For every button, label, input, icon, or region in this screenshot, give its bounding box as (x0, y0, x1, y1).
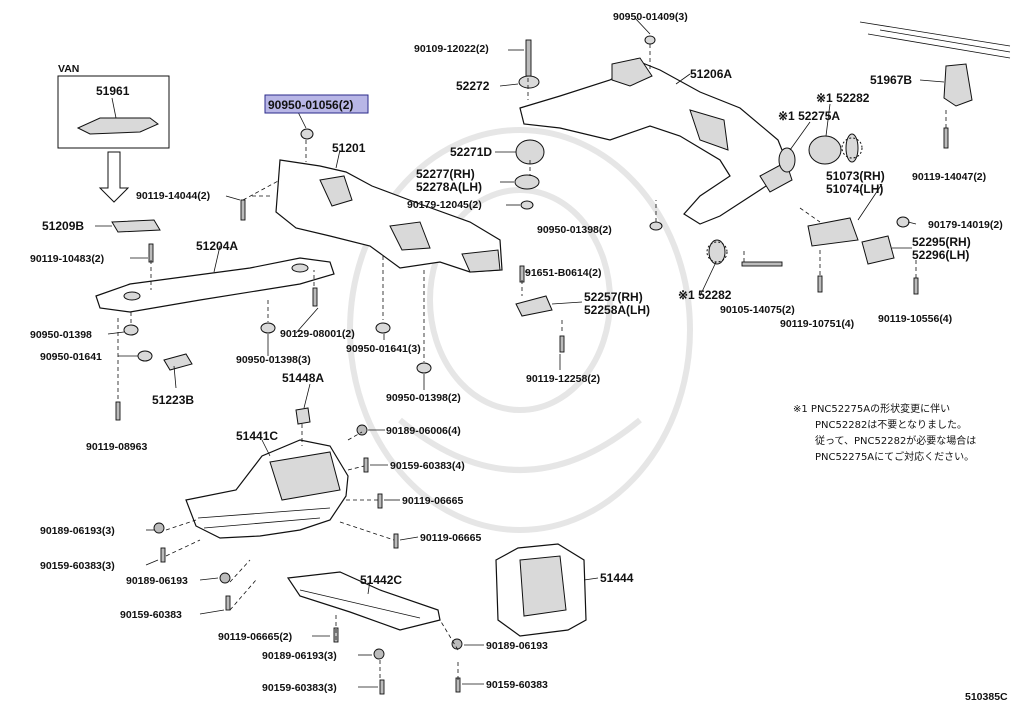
part-label-52282-top[interactable]: ※1 52282 (816, 91, 870, 105)
part-label-90950-01398-c[interactable]: 90950-01398(3) (236, 354, 311, 366)
part-label-90119-10751[interactable]: 90119-10751(4) (780, 318, 854, 330)
part-label-51209B[interactable]: 51209B (42, 219, 84, 233)
part-label-90189-06193-c[interactable]: 90189-06193(3) (262, 650, 337, 662)
part-label-90119-14047[interactable]: 90119-14047(2) (912, 171, 986, 183)
part-label-52295[interactable]: 52295(RH) (912, 235, 971, 249)
note-line-1: ※1 PNC52275Aの形状変更に伴い (793, 402, 950, 415)
part-label-52272[interactable]: 52272 (456, 79, 490, 93)
part-label-90950-01056[interactable]: 90950-01056(2) (268, 98, 353, 112)
part-label-91651-B0614[interactable]: 91651-B0614(2) (525, 267, 601, 279)
part-label-52271D[interactable]: 52271D (450, 145, 492, 159)
part-label-90950-01398-b[interactable]: 90950-01398 (30, 329, 92, 341)
part-label-90159-60383-d[interactable]: 90159-60383(3) (262, 682, 337, 694)
figure-id: 510385C (965, 691, 1008, 703)
van-label: VAN (58, 63, 79, 75)
part-label-90119-06665-b[interactable]: 90119-06665 (420, 532, 481, 544)
part-label-90950-01641-b[interactable]: 90950-01641(3) (346, 343, 421, 355)
dashed-leaders (117, 44, 947, 680)
part-label-90159-60383-b[interactable]: 90159-60383(3) (40, 560, 115, 572)
clip-51448A[interactable] (295, 407, 311, 425)
part-label-51448A[interactable]: 51448A (282, 371, 324, 385)
part-label-52257[interactable]: 52257(RH) (584, 290, 643, 304)
part-label-90950-01409[interactable]: 90950-01409(3) (613, 11, 688, 23)
part-label-90119-10483[interactable]: 90119-10483(2) (30, 253, 104, 265)
part-label-51961[interactable]: 51961 (96, 84, 130, 98)
part-label-90950-01398-d[interactable]: 90950-01398(2) (386, 392, 461, 404)
watermark (347, 127, 693, 533)
crossmember-51201[interactable] (275, 159, 503, 273)
part-label-90119-08963[interactable]: 90119-08963 (86, 441, 147, 453)
part-label-51206A[interactable]: 51206A (690, 67, 732, 81)
bracket-51209B[interactable] (111, 219, 161, 233)
part-label-90119-14044[interactable]: 90119-14044(2) (136, 190, 210, 202)
part-label-51223B[interactable]: 51223B (152, 393, 194, 407)
part-label-90105-14075[interactable]: 90105-14075(2) (720, 304, 795, 316)
part-label-52275A[interactable]: ※1 52275A (778, 109, 840, 123)
bolts (115, 39, 949, 695)
part-label-51441C[interactable]: 51441C (236, 429, 278, 443)
note-line-3: 従って、PNC52282が必要な場合は (815, 434, 976, 447)
note-line-4: PNC52275Aにてご対応ください。 (815, 450, 974, 463)
part-label-51444[interactable]: 51444 (600, 571, 634, 585)
part-label-90189-06193-d[interactable]: 90189-06193 (486, 640, 548, 652)
part-label-52282-bottom[interactable]: ※1 52282 (678, 288, 732, 302)
part-51961-shape[interactable] (76, 117, 159, 135)
part-label-51204A[interactable]: 51204A (196, 239, 238, 253)
part-label-52296[interactable]: 52296(LH) (912, 248, 969, 262)
part-label-51073[interactable]: 51073(RH) (826, 169, 885, 183)
bracket-52257[interactable] (515, 295, 553, 317)
part-label-52278A[interactable]: 52278A(LH) (416, 180, 482, 194)
bar-51204A[interactable] (95, 257, 335, 313)
part-label-90119-06665-a[interactable]: 90119-06665 (402, 495, 463, 507)
bracket-52295[interactable] (861, 235, 895, 265)
part-label-90950-01641-a[interactable]: 90950-01641 (40, 351, 102, 363)
arrow-down-icon (98, 151, 130, 203)
part-label-90119-10556[interactable]: 90119-10556(4) (878, 313, 952, 325)
part-label-51442C[interactable]: 51442C (360, 573, 402, 587)
part-label-90950-01398-a[interactable]: 90950-01398(2) (537, 224, 612, 236)
part-label-90119-12258[interactable]: 90119-12258(2) (526, 373, 600, 385)
part-label-90129-08001[interactable]: 90129-08001(2) (280, 328, 355, 340)
part-label-90179-12045[interactable]: 90179-12045(2) (407, 199, 482, 211)
part-label-90159-60383-c[interactable]: 90159-60383 (120, 609, 182, 621)
bracket-51073[interactable] (807, 217, 859, 247)
part-label-52277[interactable]: 52277(RH) (416, 167, 475, 181)
cover-51442C[interactable] (286, 571, 441, 631)
highlight-box (264, 94, 369, 114)
pad-51223B[interactable] (163, 353, 193, 371)
part-label-90119-06665-c[interactable]: 90119-06665(2) (218, 631, 292, 643)
part-label-90189-06193-a[interactable]: 90189-06193(3) (40, 525, 115, 537)
part-label-51074[interactable]: 51074(LH) (826, 182, 883, 196)
cover-51441C[interactable] (185, 439, 349, 539)
part-label-90159-60383-a[interactable]: 90159-60383(4) (390, 460, 465, 472)
part-label-90189-06006[interactable]: 90189-06006(4) (386, 425, 461, 437)
note-line-2: PNC52282は不要となりました。 (815, 419, 967, 431)
part-label-90159-60383-e[interactable]: 90159-60383 (486, 679, 548, 691)
part-label-51967B[interactable]: 51967B (870, 73, 912, 87)
label-leaders (95, 17, 945, 688)
van-inset: VAN 51961 (57, 63, 170, 203)
part-labels: 90950-01409(3) 90109-12022(2) 52272 5120… (30, 11, 1003, 694)
bracket-51967B[interactable] (859, 21, 1011, 107)
cover-51444[interactable] (495, 543, 587, 637)
part-label-90109-12022[interactable]: 90109-12022(2) (414, 43, 489, 55)
part-label-52258A[interactable]: 52258A(LH) (584, 303, 650, 317)
part-label-51201[interactable]: 51201 (332, 141, 366, 155)
note-block: ※1 PNC52275Aの形状変更に伴い PNC52282は不要となりました。 … (793, 402, 976, 463)
part-label-90179-14019[interactable]: 90179-14019(2) (928, 219, 1003, 231)
bushings (123, 35, 910, 374)
part-label-90189-06193-b[interactable]: 90189-06193 (126, 575, 188, 587)
